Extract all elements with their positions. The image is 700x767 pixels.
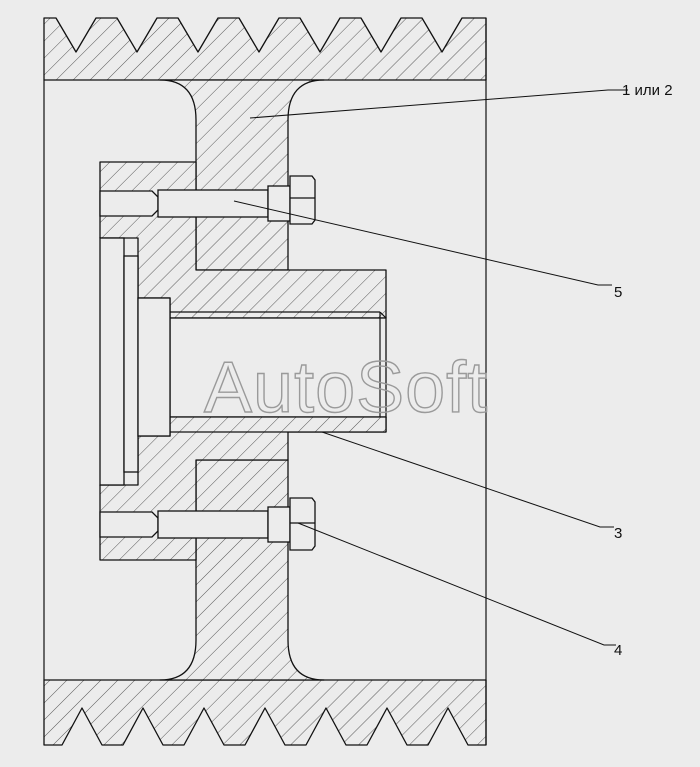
bolt-5-body bbox=[157, 189, 269, 218]
callout-label-3: 3 bbox=[614, 525, 622, 542]
bolt-4-neck bbox=[267, 506, 291, 543]
bolt-4-body bbox=[157, 510, 269, 539]
leader-3 bbox=[321, 431, 614, 528]
pulley-rim-bottom bbox=[43, 679, 487, 746]
callout-label-1: 1 или 2 bbox=[622, 82, 673, 99]
bolt-5-shank bbox=[99, 190, 159, 217]
leader-5 bbox=[233, 200, 612, 286]
shaft-bore bbox=[169, 317, 387, 418]
pulley-rim-top bbox=[43, 17, 487, 81]
crank-plate-outer bbox=[99, 237, 125, 486]
leader-1 bbox=[249, 89, 628, 119]
watermark-text: AutoSoft bbox=[204, 348, 488, 428]
bore-end-a bbox=[379, 311, 387, 319]
crank-plate-middle bbox=[123, 255, 139, 473]
bolt-4-head bbox=[289, 497, 316, 551]
bolt-5-neck bbox=[267, 185, 291, 222]
callout-label-4: 4 bbox=[614, 642, 622, 659]
callout-label-5: 5 bbox=[614, 284, 622, 301]
bolt-4-shank bbox=[99, 511, 159, 538]
leader-4 bbox=[297, 522, 616, 646]
crank-plate-inner bbox=[137, 297, 171, 437]
